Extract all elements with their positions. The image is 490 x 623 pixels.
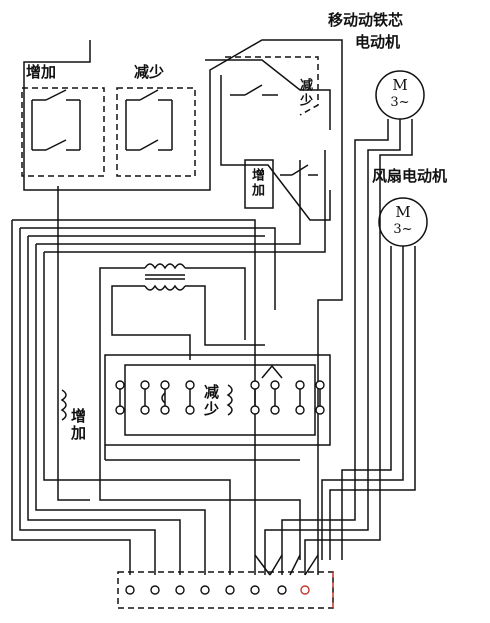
board-terminal (140, 380, 150, 390)
increase-switch-box (21, 87, 105, 177)
fan-motor-circle (378, 197, 428, 258)
label-decrease-small: 减少 (297, 78, 312, 108)
moving-core-motor-circle (375, 70, 425, 135)
strip-terminal (150, 585, 160, 595)
terminal-strip (117, 571, 334, 609)
strip-terminal (125, 585, 135, 595)
label-moving-core-motor-2: 电动机 (355, 33, 401, 51)
strip-terminal (175, 585, 185, 595)
board-terminal (185, 405, 195, 415)
decrease-switch-box (116, 87, 196, 177)
board-terminal (295, 380, 305, 390)
board-terminal (140, 405, 150, 415)
board-terminal (270, 405, 280, 415)
strip-terminal (277, 585, 287, 595)
board-terminal (250, 405, 260, 415)
label-increase-middle: 增加 (249, 168, 264, 198)
bus-wiring (11, 132, 416, 576)
label-decrease-top: 减少 (134, 63, 165, 81)
fan-motor-symbol: M (395, 203, 411, 221)
transformer (99, 263, 301, 560)
board-terminal (160, 405, 170, 415)
strip-terminal (200, 585, 210, 595)
label-increase-top: 增加 (26, 63, 57, 81)
board-terminal (270, 380, 280, 390)
label-moving-core-motor-1: 移动动铁芯 (328, 11, 404, 29)
board-terminal (295, 405, 305, 415)
strip-terminal (250, 585, 260, 595)
contactor-board (60, 354, 331, 461)
board-terminal (185, 380, 195, 390)
relay-frame (23, 39, 343, 221)
label-decrease-board: 减少 (202, 384, 220, 418)
moving-core-motor-symbol: M (392, 76, 408, 94)
board-terminal (115, 405, 125, 415)
board-terminal (115, 380, 125, 390)
label-fan-motor: 风扇电动机 (372, 167, 448, 185)
board-terminal (315, 380, 325, 390)
board-terminal (315, 405, 325, 415)
fan-motor-phase: 3~ (393, 222, 413, 237)
label-increase-left: 增加 (69, 408, 87, 442)
board-terminal (160, 380, 170, 390)
moving-core-motor-phase: 3~ (390, 95, 410, 110)
board-terminal (250, 380, 260, 390)
strip-terminal (225, 585, 235, 595)
strip-terminal (300, 585, 310, 595)
